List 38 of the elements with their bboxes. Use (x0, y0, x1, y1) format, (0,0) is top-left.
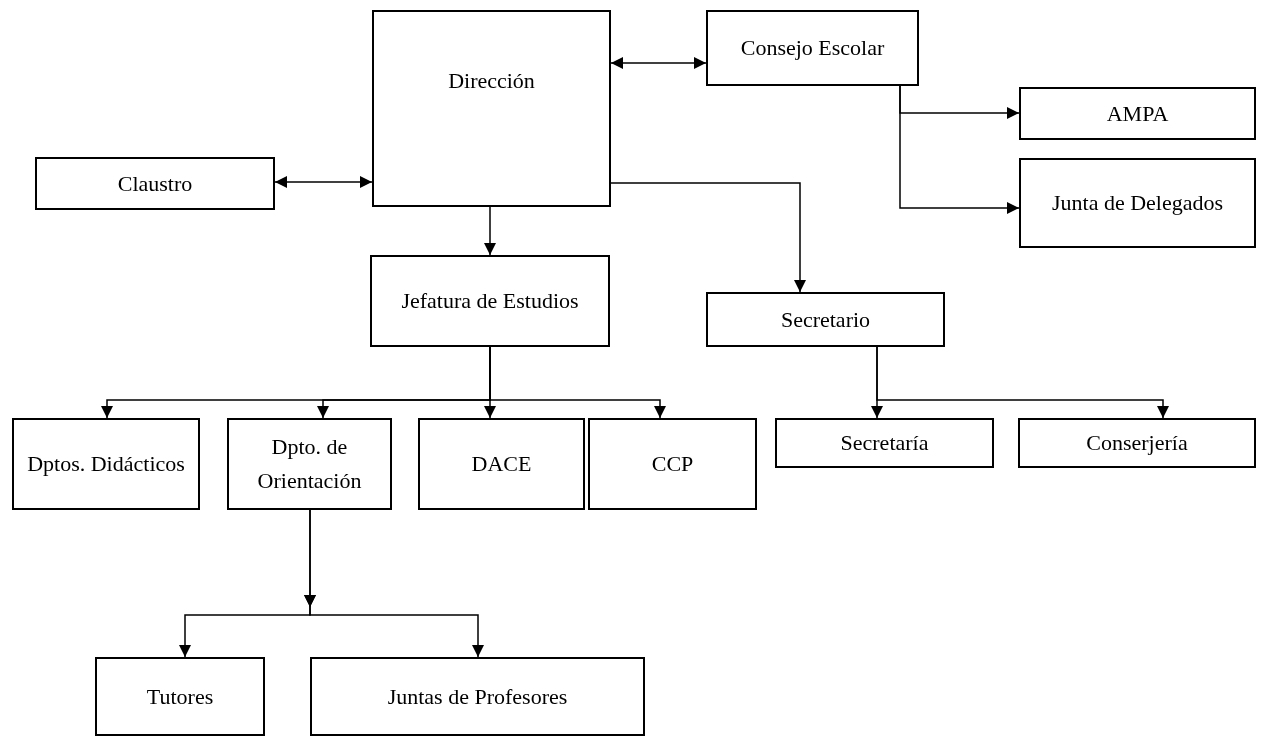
org-box (706, 292, 945, 347)
connector-arrow (304, 509, 484, 658)
box-label: Dptos. Didácticos (27, 450, 185, 478)
org-box (310, 657, 645, 736)
org-box (418, 418, 585, 510)
box-label: Juntas de Profesores (387, 682, 568, 711)
org-box (12, 418, 200, 510)
org-box (370, 255, 610, 347)
connector-arrow (876, 346, 1169, 419)
box-label: CCP (651, 450, 694, 478)
org-box (1019, 87, 1256, 140)
org-box (706, 10, 919, 86)
connector-arrow (274, 176, 373, 188)
box-label: Claustro (117, 169, 193, 198)
connector-arrow (610, 57, 707, 69)
connector-arrow (484, 206, 496, 256)
org-box (588, 418, 757, 510)
org-box (227, 418, 392, 510)
box-label: DACE (471, 450, 532, 478)
org-box (775, 418, 994, 468)
box-label: Jefatura de Estudios (401, 287, 579, 315)
box-label: Conserjería (1086, 429, 1188, 457)
org-box (372, 10, 611, 207)
box-label: Junta de Delegados (1051, 189, 1224, 217)
box-label: AMPA (1106, 99, 1169, 128)
connector-arrow (610, 182, 806, 293)
box-label: Dpto. de Orientación (256, 433, 363, 495)
box-label: Consejo Escolar (740, 34, 885, 62)
box-label: Tutores (146, 682, 214, 711)
org-box (95, 657, 265, 736)
org-box (1018, 418, 1256, 468)
org-box (35, 157, 275, 210)
connector-arrow (899, 85, 1020, 214)
box-label: Secretaría (840, 429, 929, 457)
box-label: Secretario (780, 305, 871, 334)
org-box (1019, 158, 1256, 248)
box-label: Dirección (448, 67, 535, 95)
connector-arrow (489, 346, 666, 419)
